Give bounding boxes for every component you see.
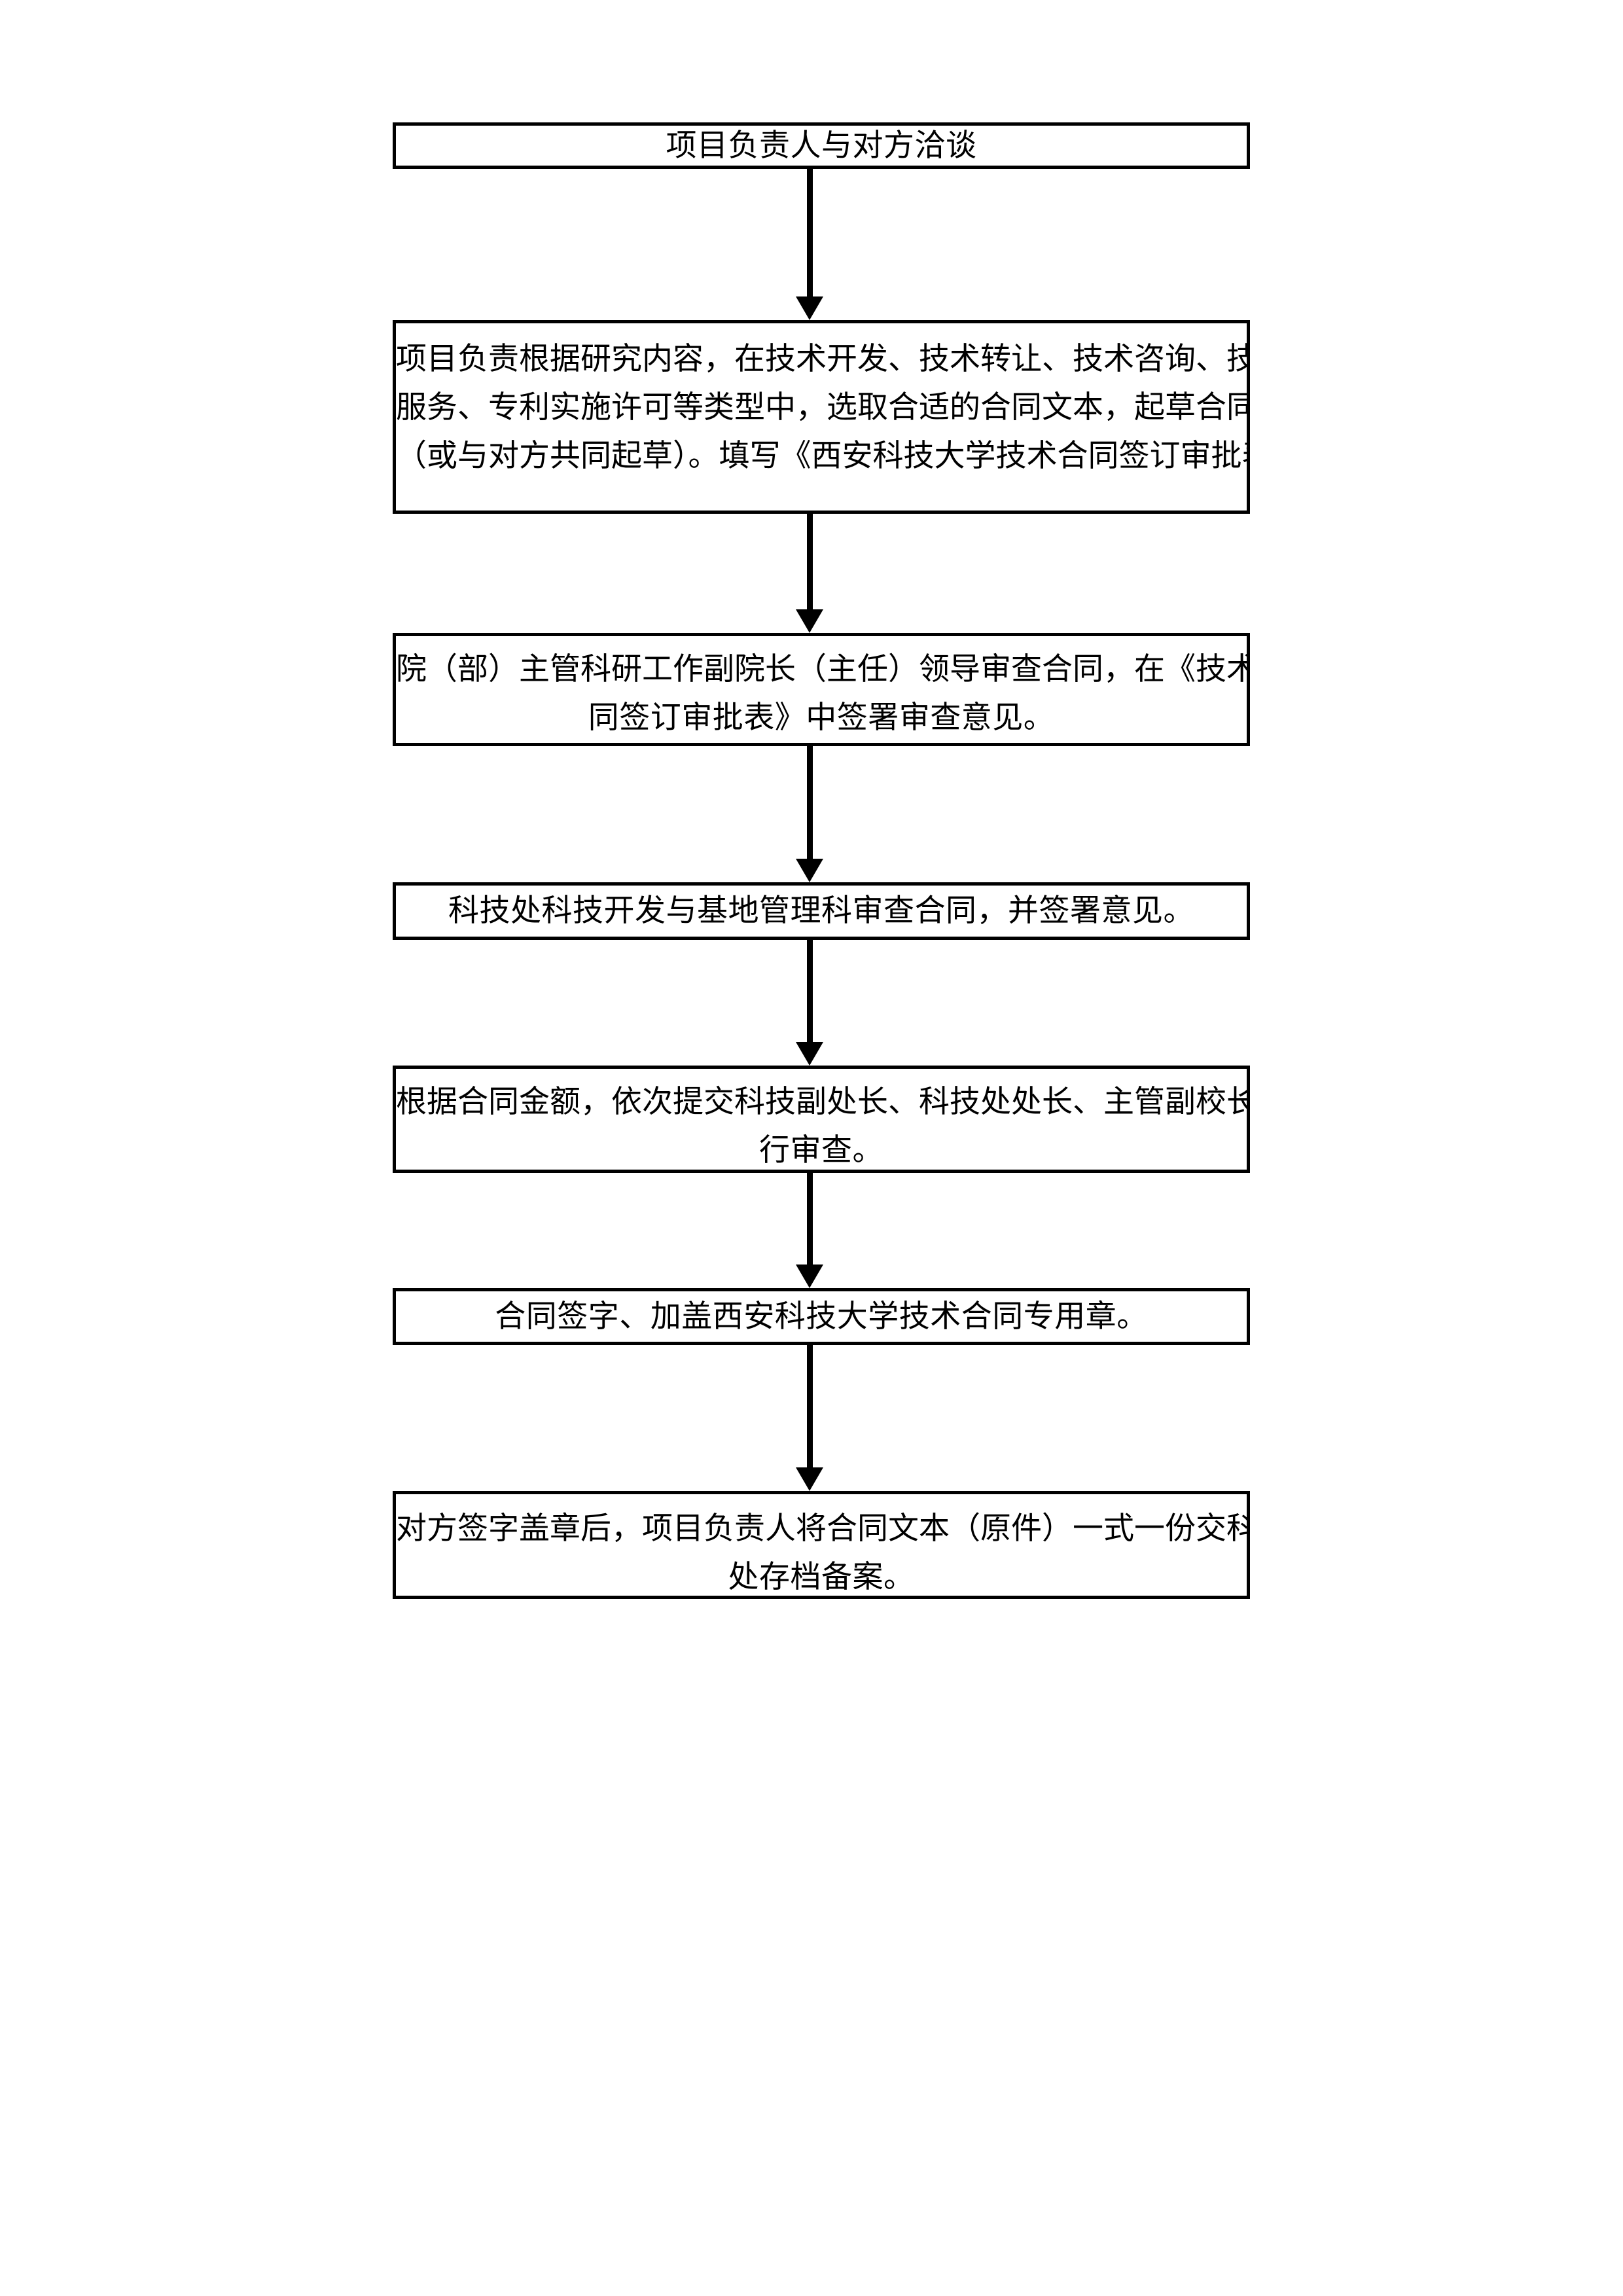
connector-node2-to-node3: [807, 514, 813, 610]
process-node-6[interactable]: 合同签字、加盖西安科技大学技术合同专用章。: [393, 1288, 1250, 1345]
node-3-line-1: 院（部）主管科研工作副院长（主任）领导审查合同，在《技术合: [396, 651, 1250, 687]
connector-node5-to-node6: [807, 1173, 813, 1265]
connector-node1-to-node2: [807, 169, 813, 297]
connector-node3-to-node4: [807, 746, 813, 859]
arrowhead-node6-to-node7-icon: [796, 1467, 823, 1491]
node-4-line-1: 科技处科技开发与基地管理科审查合同，并签署意见。: [448, 893, 1194, 929]
process-node-4[interactable]: 科技处科技开发与基地管理科审查合同，并签署意见。: [393, 882, 1250, 940]
process-node-3[interactable]: 院（部）主管科研工作副院长（主任）领导审查合同，在《技术合 同签订审批表》中签署…: [393, 633, 1250, 746]
node-7-line-1: 对方签字盖章后，项目负责人将合同文本（原件）一式一份交科技: [396, 1511, 1250, 1547]
process-node-5[interactable]: 根据合同金额，依次提交科技副处长、科技处处长、主管副校长进 行审查。: [393, 1066, 1250, 1173]
node-6-line-1: 合同签字、加盖西安科技大学技术合同专用章。: [495, 1298, 1148, 1335]
arrowhead-node3-to-node4-icon: [796, 859, 823, 882]
node-5-line-2: 行审查。: [759, 1132, 883, 1168]
arrowhead-node5-to-node6-icon: [796, 1265, 823, 1288]
process-node-2[interactable]: 项目负责根据研究内容，在技术开发、技术转让、技术咨询、技术 服务、专利实施许可等…: [393, 320, 1250, 514]
connector-node6-to-node7: [807, 1345, 813, 1468]
node-5-line-1: 根据合同金额，依次提交科技副处长、科技处处长、主管副校长进: [396, 1084, 1250, 1120]
node-3-line-2: 同签订审批表》中签署审查意见。: [588, 700, 1055, 736]
process-node-7[interactable]: 对方签字盖章后，项目负责人将合同文本（原件）一式一份交科技 处存档备案。: [393, 1491, 1250, 1599]
node-1-line-1: 项目负责人与对方洽谈: [666, 127, 977, 164]
node-2-line-1: 项目负责根据研究内容，在技术开发、技术转让、技术咨询、技术: [396, 341, 1250, 377]
node-2-line-2: 服务、专利实施许可等类型中，选取合适的合同文本，起草合同书: [396, 389, 1250, 425]
arrowhead-node4-to-node5-icon: [796, 1042, 823, 1066]
arrowhead-node2-to-node3-icon: [796, 609, 823, 633]
node-2-line-3: （或与对方共同起草）。填写《西安科技大学技术合同签订审批表》。: [396, 438, 1250, 474]
connector-node4-to-node5: [807, 940, 813, 1043]
node-7-line-2: 处存档备案。: [728, 1559, 915, 1595]
process-node-1[interactable]: 项目负责人与对方洽谈: [393, 122, 1250, 169]
arrowhead-node1-to-node2-icon: [796, 296, 823, 320]
